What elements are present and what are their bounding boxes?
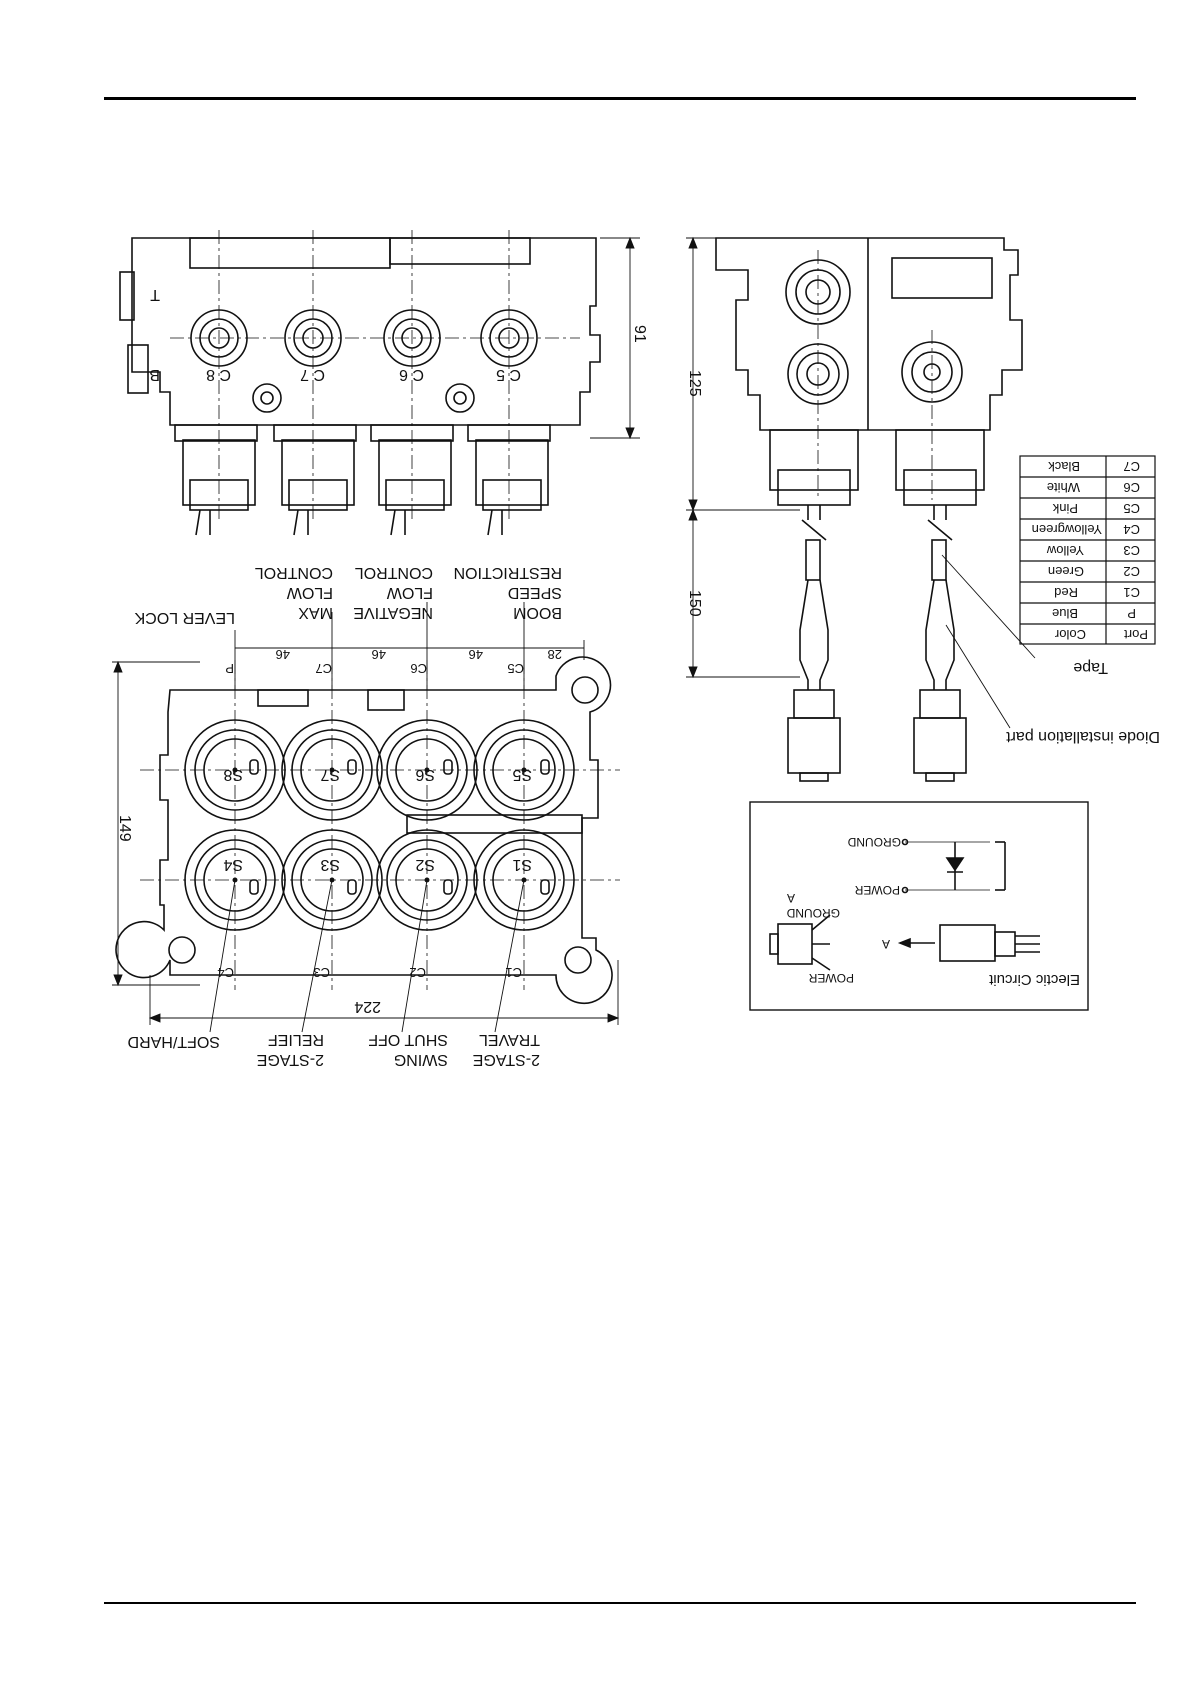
- dim-149: 149: [116, 815, 133, 842]
- solenoid-s8: S8: [223, 766, 243, 783]
- label-max-2: FLOW: [286, 584, 333, 601]
- label-lever-lock: LEVER LOCK: [134, 609, 235, 626]
- solenoid-s7: S7: [320, 766, 340, 783]
- solenoid-s6: S6: [415, 766, 435, 783]
- plan-port-c3: C3: [313, 965, 330, 980]
- table-row-3-port: C3: [1123, 543, 1140, 558]
- dim-46-a: 46: [276, 647, 290, 662]
- diode-label: Diode installation part: [1006, 728, 1160, 745]
- port-label-c5: C 5: [496, 366, 521, 383]
- circuit-title: Electic Circuit: [988, 971, 1080, 988]
- plan-port-p: P: [225, 661, 234, 676]
- label-swing-2: SHUT OFF: [368, 1031, 448, 1048]
- table-row-5-port: C5: [1123, 501, 1140, 516]
- table-row-2-port: C2: [1123, 564, 1140, 579]
- table-row-6-color: White: [1047, 480, 1080, 495]
- dim-224: 224: [354, 998, 381, 1015]
- table-row-6-port: C6: [1123, 480, 1140, 495]
- valve-end-view: [715, 237, 1036, 782]
- plan-port-c4: C4: [217, 965, 234, 980]
- table-row-5-color: Pink: [1052, 501, 1078, 516]
- circuit-a-arrow: A: [882, 937, 890, 951]
- label-relief-1: 2-STAGE: [257, 1051, 324, 1068]
- label-max-1: MAX: [298, 604, 333, 621]
- circuit-power: POWER: [854, 883, 900, 897]
- plan-port-c1: C1: [505, 965, 522, 980]
- port-label-c6: C 6: [399, 366, 424, 383]
- plan-port-c5: C5: [507, 661, 524, 676]
- plan-port-c2: C2: [409, 965, 426, 980]
- circuit-a-top: A: [787, 891, 795, 905]
- port-color-table: [1019, 455, 1156, 645]
- table-row-1-port: C1: [1123, 585, 1140, 600]
- table-row-0-port: P: [1127, 606, 1136, 621]
- label-negative-3: CONTROL: [355, 564, 433, 581]
- label-soft-hard: SOFT/HARD: [128, 1033, 220, 1050]
- dimension-125-150: [686, 236, 800, 679]
- solenoid-s3: S3: [320, 856, 340, 873]
- label-swing-1: SWING: [394, 1051, 448, 1068]
- tape-label: Tape: [1073, 659, 1108, 676]
- label-negative-1: NEGATIVE: [353, 604, 433, 621]
- valve-side-view: [119, 237, 601, 536]
- table-row-1-color: Red: [1054, 585, 1078, 600]
- table-row-2-color: Green: [1048, 564, 1084, 579]
- plan-port-c6: C6: [410, 661, 427, 676]
- port-label-c7: C 7: [300, 366, 325, 383]
- solenoid-s5: S5: [512, 766, 532, 783]
- label-travel-1: 2-STAGE: [473, 1051, 540, 1068]
- dimension-91: [590, 236, 640, 440]
- table-row-7-port: C7: [1123, 459, 1140, 474]
- label-relief-2: RELIEF: [268, 1031, 324, 1048]
- dim-150: 150: [686, 590, 703, 617]
- table-row-0-color: Blue: [1052, 606, 1078, 621]
- label-negative-2: FLOW: [386, 584, 433, 601]
- table-row-4-port: C4: [1123, 522, 1140, 537]
- table-header-color: Color: [1054, 627, 1086, 642]
- label-boom-1: BOOM: [513, 604, 562, 621]
- table-row-7-color: Black: [1048, 459, 1080, 474]
- label-boom-3: RESTRICTION: [454, 564, 562, 581]
- solenoid-s2: S2: [415, 856, 435, 873]
- table-row-4-color: Yellowgreen: [1032, 522, 1102, 537]
- circuit-power-conn: POWER: [808, 971, 854, 985]
- dim-125: 125: [686, 370, 703, 397]
- port-label-t: T: [150, 286, 160, 303]
- plan-dimensions: [112, 640, 620, 1025]
- table-header-port: Port: [1124, 627, 1148, 642]
- solenoid-s1: S1: [512, 856, 532, 873]
- header-rule: [104, 97, 1136, 100]
- valve-plan-view: [115, 656, 613, 1005]
- plan-port-c7: C7: [315, 661, 332, 676]
- dim-46-b: 46: [372, 647, 386, 662]
- label-max-3: CONTROL: [255, 564, 333, 581]
- dim-91: 91: [631, 325, 648, 343]
- circuit-ground-conn: GROUND: [786, 906, 840, 920]
- electric-circuit-box: [749, 801, 1089, 1011]
- footer-rule: [104, 1602, 1136, 1604]
- port-label-b: B: [149, 366, 160, 383]
- dim-28: 28: [548, 647, 562, 662]
- circuit-ground: GROUND: [847, 835, 901, 849]
- label-travel-2: TRAVEL: [479, 1031, 540, 1048]
- label-leaders: [209, 602, 525, 1033]
- label-boom-2: SPEED: [508, 584, 562, 601]
- port-label-c8: C 8: [206, 366, 231, 383]
- table-row-3-color: Yellow: [1046, 543, 1084, 558]
- dim-46-c: 46: [469, 647, 483, 662]
- solenoid-s4: S4: [223, 856, 243, 873]
